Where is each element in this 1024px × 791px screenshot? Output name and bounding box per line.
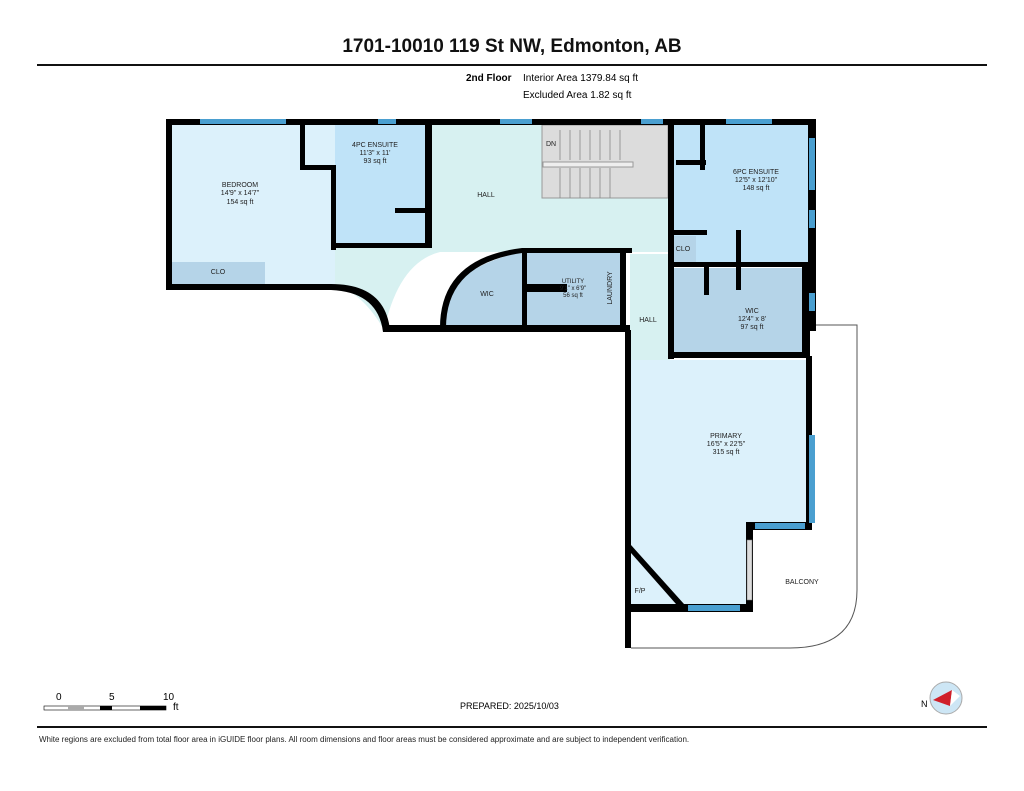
wic-left-area: [440, 252, 522, 325]
bedroom-dims: 14'9" x 14'7": [221, 190, 260, 197]
bedroom-area-text: 154 sq ft: [227, 199, 254, 206]
bedroom-clo-label: CLO: [211, 269, 226, 276]
ensuite4-dims: 11'3" x 11': [360, 150, 391, 157]
scale-label-0: 0: [56, 692, 62, 703]
primary-name: PRIMARY: [710, 433, 742, 440]
primary-area-text: 315 sq ft: [713, 449, 740, 456]
ensuite4-area-text: 93 sq ft: [364, 158, 387, 165]
closet-2: [674, 236, 696, 262]
excluded-area: Excluded Area 1.82 sq ft: [523, 90, 632, 101]
ensuite4-name: 4PC ENSUITE: [352, 142, 398, 149]
wic-right-area-text: 97 sq ft: [741, 324, 764, 331]
scale-label-10: 10: [163, 692, 175, 703]
ensuite6-dims: 12'5" x 12'10": [735, 177, 778, 184]
bedroom-name: BEDROOM: [222, 182, 258, 189]
compass-icon: N: [921, 681, 963, 715]
scale-unit: ft: [173, 702, 179, 713]
balcony-label: BALCONY: [785, 579, 819, 586]
bedroom-area: [170, 124, 335, 287]
utility-area-text: 56 sq ft: [563, 293, 583, 299]
clo2-label: CLO: [676, 246, 691, 253]
hall2-label: HALL: [639, 317, 657, 324]
compass-label: N: [921, 699, 928, 709]
floor-label: 2nd Floor: [466, 73, 512, 84]
header-divider: [37, 64, 987, 66]
footer-divider: [37, 726, 987, 728]
disclaimer: White regions are excluded from total fl…: [39, 735, 690, 744]
ensuite4-area: [335, 124, 428, 248]
primary-dims: 16'5" x 22'5": [707, 441, 746, 448]
windows: [200, 119, 815, 611]
primary-area: [631, 360, 808, 608]
wic-right-name: WIC: [745, 308, 759, 315]
scale-label-5: 5: [109, 692, 115, 703]
fp-label: F/P: [635, 588, 646, 595]
bedroom-closet: [172, 262, 265, 285]
laundry-label: LAUNDRY: [607, 271, 614, 305]
page-title: 1701-10010 119 St NW, Edmonton, AB: [342, 36, 682, 57]
stairs-label: DN: [546, 141, 556, 148]
prepared-date: PREPARED: 2025/10/03: [460, 701, 559, 711]
utility-dims: 9'1" x 6'9": [560, 286, 586, 292]
wic-left-label: WIC: [480, 291, 494, 298]
utility-name: UTILITY: [562, 279, 584, 285]
hall-label: HALL: [477, 192, 495, 199]
interior-area: Interior Area 1379.84 sq ft: [523, 73, 639, 84]
scale-bar: [43, 705, 167, 711]
wic-right-dims: 12'4" x 8': [738, 316, 766, 323]
ensuite6-name: 6PC ENSUITE: [733, 169, 779, 176]
ensuite6-area-text: 148 sq ft: [743, 185, 770, 192]
